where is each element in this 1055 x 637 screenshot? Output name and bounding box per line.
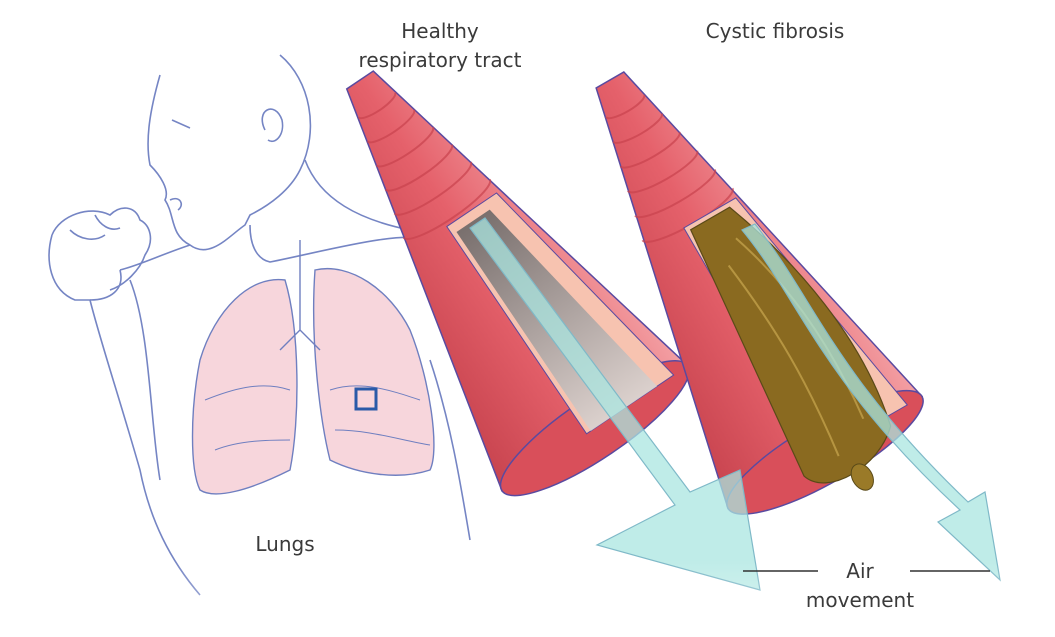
healthy-label-line1: Healthy <box>401 19 479 43</box>
air-label-line2: movement <box>805 588 915 612</box>
air-movement-label: Air movement <box>790 557 930 615</box>
person-outline <box>48 54 471 596</box>
air-arrow-healthy <box>469 217 761 591</box>
healthy-label-line2: respiratory tract <box>358 48 522 72</box>
lungs <box>191 240 435 495</box>
healthy-respiratory-tract-label: Healthy respiratory tract <box>340 17 540 75</box>
cystic-fibrosis-label: Cystic fibrosis <box>705 19 845 43</box>
lungs-label: Lungs <box>255 532 315 556</box>
zoom-region-marker <box>354 387 378 411</box>
air-label-line1: Air <box>846 559 874 583</box>
